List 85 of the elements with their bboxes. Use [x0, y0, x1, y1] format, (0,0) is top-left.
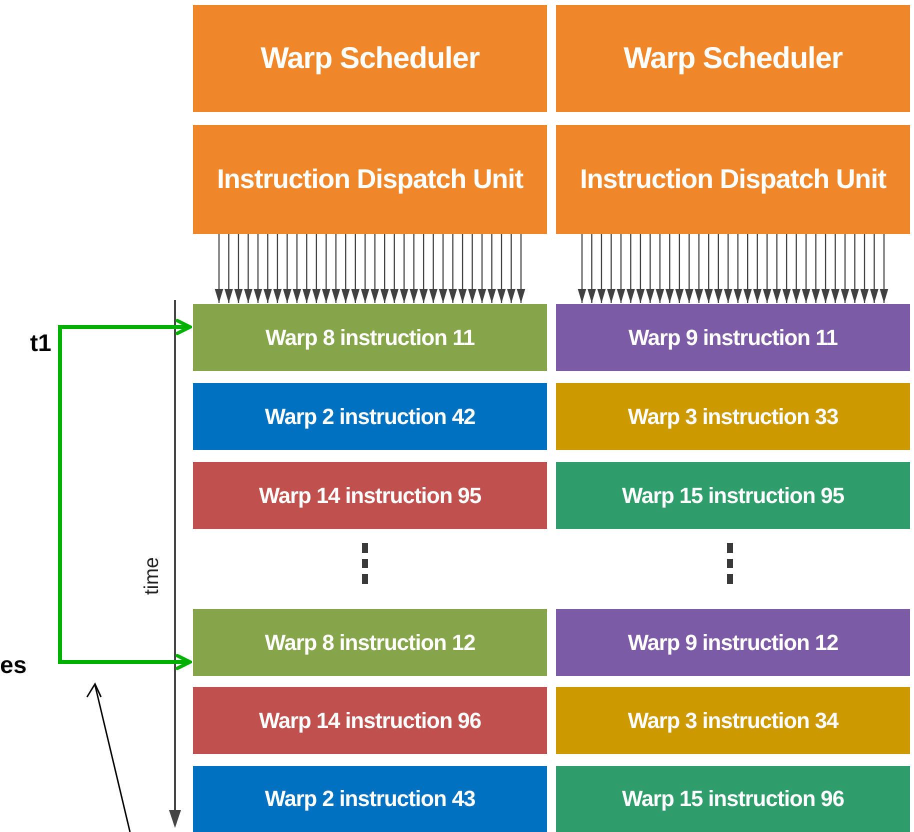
instruction-box: Warp 8 instruction 12 [193, 609, 547, 676]
arrow [724, 234, 732, 303]
time-label: t1 [30, 332, 52, 356]
arrow [438, 234, 448, 303]
arrow [734, 234, 742, 303]
arrow [588, 234, 596, 303]
arrow [468, 234, 476, 303]
arrow [516, 234, 526, 303]
arrow [840, 234, 850, 303]
arrow [448, 234, 457, 303]
arrow [429, 234, 438, 303]
arrow [636, 234, 645, 303]
arrow [507, 234, 516, 303]
arrow [665, 234, 674, 303]
axis-label: time [142, 557, 162, 595]
time-label: es [0, 654, 27, 678]
arrow [302, 234, 311, 303]
arrow [312, 234, 321, 303]
unit-box: Warp Scheduler [556, 5, 910, 112]
arrow [214, 234, 224, 303]
unit-box: Warp Scheduler [193, 5, 547, 112]
arrow [244, 234, 252, 303]
arrow [704, 234, 713, 303]
unit-box: Instruction Dispatch Unit [556, 125, 910, 234]
arrow [694, 234, 704, 303]
instruction-box: Warp 8 instruction 11 [193, 304, 547, 371]
arrow [802, 234, 810, 303]
arrow [870, 234, 878, 303]
arrow [578, 234, 586, 303]
arrow [273, 234, 282, 303]
arrow [821, 234, 830, 303]
arrow [400, 234, 408, 303]
arrow [488, 234, 496, 303]
instruction-box: Warp 3 instruction 33 [556, 383, 910, 450]
arrow [478, 234, 486, 303]
arrow [792, 234, 801, 303]
arrow [762, 234, 772, 303]
arrow [850, 234, 859, 303]
arrow [360, 234, 370, 303]
arrow [860, 234, 869, 303]
arrow [714, 234, 723, 303]
arrow [332, 234, 340, 303]
arrow [656, 234, 664, 303]
instruction-box: Warp 14 instruction 96 [193, 687, 547, 754]
arrow [743, 234, 752, 303]
arrow [351, 234, 360, 303]
arrow [58, 318, 192, 495]
instruction-box: Warp 9 instruction 11 [556, 304, 910, 371]
arrow [880, 234, 888, 303]
arrow [772, 234, 782, 303]
arrow [341, 234, 350, 303]
arrow [597, 234, 606, 303]
arrow [254, 234, 262, 303]
instruction-box: Warp 9 instruction 12 [556, 609, 910, 676]
instruction-box: Warp 15 instruction 96 [556, 766, 910, 832]
instruction-box: Warp 2 instruction 42 [193, 383, 547, 450]
arrow [458, 234, 467, 303]
arrow [831, 234, 840, 303]
arrow [684, 234, 694, 303]
arrow [390, 234, 399, 303]
arrow [264, 234, 272, 303]
arrow [812, 234, 820, 303]
arrow [782, 234, 791, 303]
arrow [410, 234, 418, 303]
arrow [497, 234, 506, 303]
arrow [224, 234, 233, 303]
arrow [753, 234, 762, 303]
instruction-box: Warp 15 instruction 95 [556, 462, 910, 529]
arrow [380, 234, 389, 303]
arrow [322, 234, 330, 303]
arrow [283, 234, 292, 303]
arrow [419, 234, 428, 303]
arrow [234, 234, 243, 303]
arrow [675, 234, 684, 303]
arrow [370, 234, 380, 303]
arrow [292, 234, 302, 303]
instruction-box: Warp 2 instruction 43 [193, 766, 547, 832]
unit-box: Instruction Dispatch Unit [193, 125, 547, 234]
instruction-box: Warp 14 instruction 95 [193, 462, 547, 529]
arrow [58, 495, 192, 670]
arrow [616, 234, 626, 303]
instruction-box: Warp 3 instruction 34 [556, 687, 910, 754]
arrow [646, 234, 654, 303]
arrow [607, 234, 616, 303]
arrow [626, 234, 635, 303]
